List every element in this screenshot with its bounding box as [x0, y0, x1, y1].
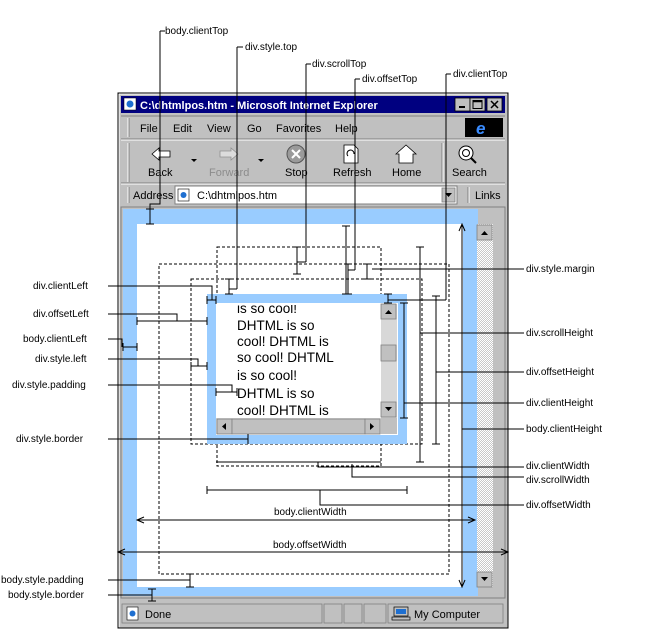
title-bar: C:\dhtmlpos.htm - Microsoft Internet Exp… [121, 96, 505, 113]
home-button[interactable]: Home [392, 144, 421, 179]
scroll-down-button[interactable] [476, 571, 493, 588]
label-body-style-border: body.style.border [8, 590, 85, 601]
chevron-up-icon [385, 310, 392, 314]
status-text: Done [145, 609, 171, 621]
scroll-line: is so cool! [237, 368, 297, 383]
window-title: C:\dhtmlpos.htm - Microsoft Internet Exp… [140, 100, 378, 112]
page-icon [126, 606, 139, 621]
chevron-down-icon [191, 159, 197, 162]
minimize-button[interactable] [454, 97, 471, 112]
offset-parent-box [158, 263, 450, 575]
positioned-div: is so cool! DHTML is so cool! DHTML is s… [207, 294, 407, 444]
svg-text:e: e [476, 119, 485, 138]
refresh-icon [343, 144, 359, 164]
status-bar: Done My Computer [121, 603, 504, 624]
label-div-offset-width: div.offsetWidth [526, 500, 591, 511]
scroll-line: cool! DHTML is [237, 403, 329, 418]
scroll-line: cool! DHTML is [237, 334, 329, 349]
menu-file[interactable]: File [140, 123, 158, 135]
home-label: Home [392, 167, 421, 179]
menu-favorites[interactable]: Favorites [276, 123, 322, 135]
label-div-offset-top: div.offsetTop [362, 74, 418, 85]
label-body-client-top: body.clientTop [165, 26, 229, 37]
label-div-style-border: div.style.border [16, 434, 84, 445]
close-button[interactable] [486, 97, 503, 112]
forward-arrow-icon [219, 147, 239, 161]
div-horizontal-scrollbar[interactable] [216, 418, 381, 435]
div-scroll-hthumb[interactable] [231, 418, 366, 435]
stop-label: Stop [285, 167, 308, 179]
div-scroll-left-button[interactable] [216, 418, 233, 435]
ie-logo-icon: e [465, 118, 503, 138]
search-label: Search [452, 167, 487, 179]
label-div-style-padding: div.style.padding [12, 380, 86, 391]
menu-bar: File Edit View Go Favorites Help e [121, 115, 505, 141]
label-div-style-margin: div.style.margin [526, 264, 595, 275]
scroll-line: DHTML is so [237, 318, 315, 333]
label-div-scroll-height: div.scrollHeight [526, 328, 593, 339]
diagram-labels: body.clientTop div.style.top div.scrollT… [1, 26, 602, 601]
maximize-button[interactable] [469, 97, 486, 112]
label-div-client-height: div.clientHeight [526, 398, 593, 409]
chevron-down-icon [258, 159, 264, 162]
label-div-style-left: div.style.left [35, 354, 87, 365]
computer-icon [391, 606, 411, 621]
address-label: Address [133, 190, 174, 202]
chevron-down-icon [481, 577, 488, 581]
scroll-line: DHTML is so [237, 386, 315, 401]
toolbar: Back Forward Stop Refresh [121, 143, 505, 185]
measurement-markers [108, 30, 524, 602]
div-vertical-scrollbar[interactable] [380, 303, 397, 418]
refresh-label: Refresh [333, 167, 372, 179]
address-field[interactable]: C:\dhtmlpos.htm [174, 185, 458, 205]
chevron-right-icon [370, 423, 374, 430]
div-scroll-text: is so cool! DHTML is so cool! DHTML is s… [237, 301, 334, 418]
label-div-client-left: div.clientLeft [33, 281, 88, 292]
links-label[interactable]: Links [475, 190, 501, 202]
chevron-down-icon [385, 407, 392, 411]
div-scroll-up-button[interactable] [380, 303, 397, 320]
chevron-up-icon [481, 231, 488, 235]
label-div-client-top: div.clientTop [453, 69, 508, 80]
menu-edit[interactable]: Edit [173, 123, 192, 135]
search-button[interactable]: Search [452, 145, 487, 179]
label-body-style-padding: body.style.padding [1, 575, 84, 586]
forward-button[interactable]: Forward [209, 147, 264, 179]
label-div-client-width: div.clientWidth [526, 461, 590, 472]
label-div-style-top: div.style.top [245, 42, 297, 53]
stop-button[interactable]: Stop [285, 144, 308, 179]
status-zone: My Computer [414, 609, 480, 621]
chevron-down-icon [445, 193, 452, 197]
body-scrollbar[interactable] [476, 224, 493, 588]
forward-label: Forward [209, 167, 249, 179]
scroll-line: so cool! DHTML [237, 350, 334, 365]
div-client-area [216, 303, 398, 435]
address-bar: Address C:\dhtmlpos.htm Links [127, 185, 501, 205]
menu-view[interactable]: View [207, 123, 231, 135]
address-dropdown-button[interactable] [441, 187, 456, 203]
back-arrow-icon [151, 147, 171, 161]
search-icon [458, 145, 477, 164]
label-body-client-height: body.clientHeight [526, 424, 602, 435]
ie-window-icon [123, 97, 137, 111]
scroll-up-button[interactable] [476, 224, 493, 241]
div-scroll-thumb[interactable] [380, 344, 397, 362]
label-div-offset-height: div.offsetHeight [526, 367, 594, 378]
label-body-client-width: body.clientWidth [274, 507, 347, 518]
menu-go[interactable]: Go [247, 123, 262, 135]
chevron-left-icon [222, 423, 226, 430]
div-scroll-down-button[interactable] [380, 401, 397, 418]
menu-help[interactable]: Help [335, 123, 358, 135]
label-body-offset-width: body.offsetWidth [273, 540, 347, 551]
div-scroll-right-button[interactable] [364, 418, 381, 435]
label-div-scroll-width: div.scrollWidth [526, 475, 590, 486]
label-div-offset-left: div.offsetLeft [33, 309, 89, 320]
label-div-scroll-top: div.scrollTop [312, 59, 367, 70]
home-icon [394, 144, 418, 164]
label-body-client-left: body.clientLeft [23, 334, 87, 345]
